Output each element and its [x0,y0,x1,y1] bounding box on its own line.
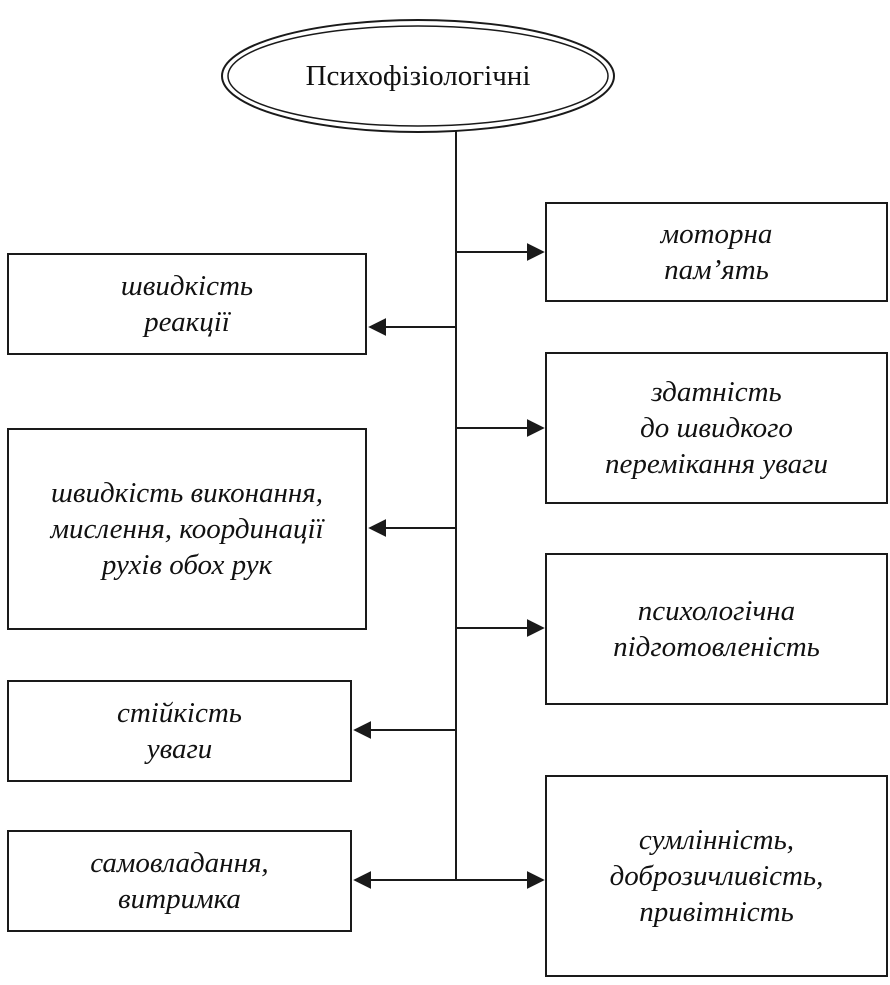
node-reaction-speed: швидкість реакції [7,253,367,355]
node-conscientiousness: сумлінність, доброзичливість, привітніст… [545,775,888,977]
node-attention-stability: стійкість уваги [7,680,352,782]
root-ellipse-outer [221,19,615,133]
node-attention-switching: здатність до швидкого перемікання уваги [545,352,888,504]
root-ellipse-inner [227,25,609,127]
root-node-label: Психофізіологічні [305,59,531,92]
node-psych-readiness: психологічна підготовленість [545,553,888,705]
node-self-control: самовладання, витримка [7,830,352,932]
node-execution-speed: швидкість виконання, мислення, координац… [7,428,367,630]
node-motor-memory: моторна пам’ять [545,202,888,302]
